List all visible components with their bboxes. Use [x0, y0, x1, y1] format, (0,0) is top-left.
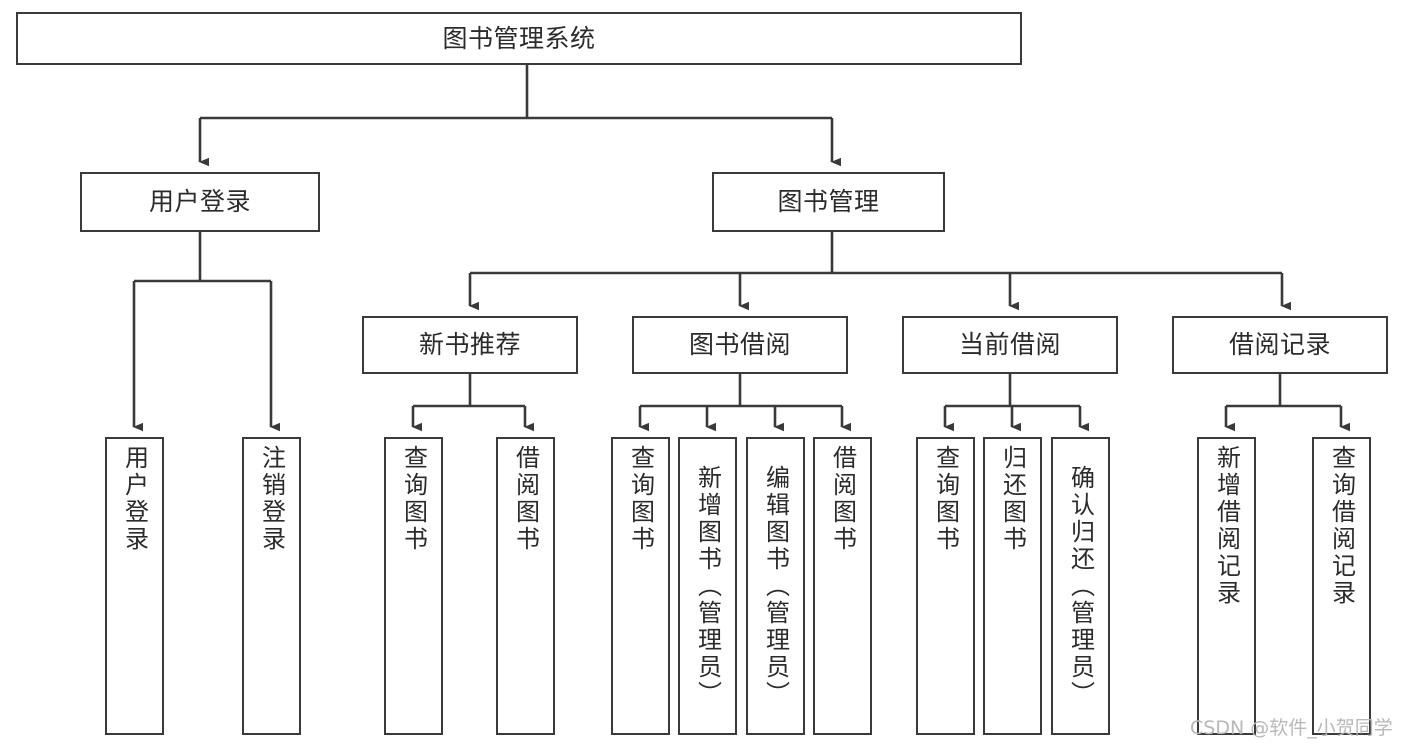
- leaf-borrow-add-book-label: 新增图书（管理员）: [693, 464, 722, 708]
- leaf-current-confirm-return[interactable]: 确认归还（管理员）: [1051, 437, 1110, 735]
- leaf-current-return[interactable]: 归还图书: [983, 437, 1042, 735]
- leaf-records-query[interactable]: 查询借阅记录: [1312, 437, 1371, 735]
- node-user-login-label: 用户登录: [148, 187, 251, 217]
- leaf-borrow-edit-book[interactable]: 编辑图书（管理员）: [746, 437, 805, 735]
- leaf-records-add[interactable]: 新增借阅记录: [1197, 437, 1256, 735]
- node-borrow-records-label: 借阅记录: [1228, 330, 1331, 360]
- leaf-borrow-borrow-book-label: 借阅图书: [828, 445, 857, 553]
- node-borrow-records[interactable]: 借阅记录: [1172, 316, 1388, 374]
- leaf-current-query[interactable]: 查询图书: [916, 437, 975, 735]
- leaf-user-login-signin-label: 用户登录: [120, 445, 149, 553]
- leaf-new-book-query[interactable]: 查询图书: [384, 437, 443, 735]
- leaf-current-return-label: 归还图书: [998, 445, 1027, 553]
- leaf-records-add-label: 新增借阅记录: [1212, 445, 1241, 607]
- watermark: CSDN @软件_小贺同学: [1190, 717, 1393, 739]
- leaf-new-book-borrow-label: 借阅图书: [511, 445, 540, 553]
- leaf-borrow-query[interactable]: 查询图书: [611, 437, 670, 735]
- leaf-records-query-label: 查询借阅记录: [1327, 445, 1356, 607]
- node-new-book-recommend[interactable]: 新书推荐: [362, 316, 578, 374]
- node-root[interactable]: 图书管理系统: [16, 12, 1022, 65]
- leaf-borrow-query-label: 查询图书: [626, 445, 655, 553]
- node-book-management-label: 图书管理: [777, 187, 880, 217]
- node-book-borrow-label: 图书借阅: [688, 330, 791, 360]
- leaf-user-login-signin[interactable]: 用户登录: [105, 437, 164, 735]
- node-book-management[interactable]: 图书管理: [712, 172, 945, 232]
- node-book-borrow[interactable]: 图书借阅: [632, 316, 848, 374]
- node-current-borrow[interactable]: 当前借阅: [902, 316, 1118, 374]
- leaf-borrow-add-book[interactable]: 新增图书（管理员）: [678, 437, 737, 735]
- node-new-book-recommend-label: 新书推荐: [418, 330, 521, 360]
- leaf-borrow-edit-book-label: 编辑图书（管理员）: [761, 464, 790, 708]
- leaf-current-confirm-return-label: 确认归还（管理员）: [1066, 464, 1095, 708]
- leaf-current-query-label: 查询图书: [931, 445, 960, 553]
- leaf-new-book-query-label: 查询图书: [399, 445, 428, 553]
- leaf-user-login-signout-label: 注销登录: [257, 445, 286, 553]
- node-user-login[interactable]: 用户登录: [80, 172, 320, 232]
- leaf-new-book-borrow[interactable]: 借阅图书: [496, 437, 555, 735]
- leaf-borrow-borrow-book[interactable]: 借阅图书: [813, 437, 872, 735]
- node-root-label: 图书管理系统: [442, 23, 596, 53]
- node-current-borrow-label: 当前借阅: [958, 330, 1061, 360]
- leaf-user-login-signout[interactable]: 注销登录: [242, 437, 301, 735]
